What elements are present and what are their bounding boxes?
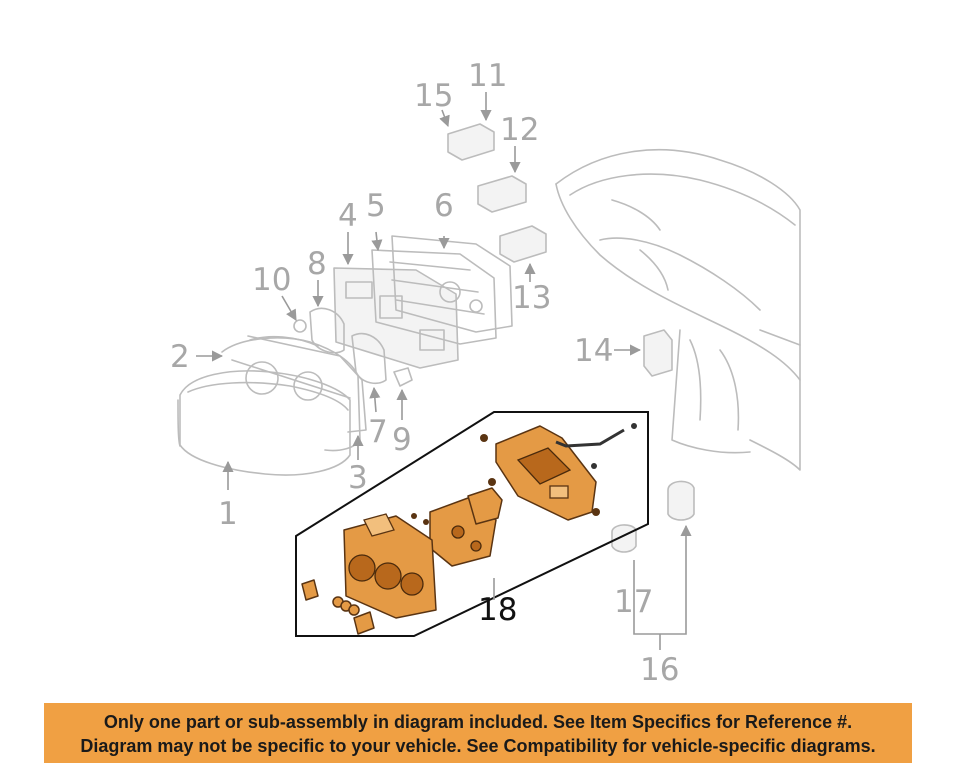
circuit-board-front	[391, 235, 513, 333]
callout-5: 5	[366, 188, 386, 224]
parts-diagram: 1 2 3 4 5 6 7 8 9 10 11 12 13 14 15 16 1…	[170, 58, 801, 688]
gauge-plate	[351, 332, 387, 385]
callout-10: 10	[252, 262, 291, 298]
printed-circuit	[371, 249, 497, 345]
callout-4: 4	[338, 198, 358, 234]
callout-13: 13	[512, 280, 551, 316]
callout-2: 2	[170, 339, 190, 375]
callout-17: 17	[614, 584, 653, 620]
relay-13	[499, 225, 547, 263]
instrument-lens	[177, 370, 351, 476]
climate-control-unit	[301, 423, 637, 635]
disclaimer-line-2: Diagram may not be specific to your vehi…	[80, 736, 876, 756]
callout-9: 9	[392, 422, 412, 458]
connector-9	[393, 367, 413, 387]
callout-6: 6	[434, 188, 454, 224]
dashboard-panel-outline	[555, 148, 801, 471]
relay-12	[477, 175, 527, 213]
bulb-socket	[293, 319, 307, 333]
callout-12: 12	[500, 112, 539, 148]
disclaimer-banner: Only one part or sub-assembly in diagram…	[44, 703, 912, 763]
module-14	[643, 329, 673, 377]
callout-18: 18	[478, 592, 517, 628]
relay-15	[447, 123, 495, 161]
callout-14: 14	[574, 333, 613, 369]
callout-7: 7	[368, 414, 388, 450]
meter-housing	[221, 335, 361, 452]
callout-11: 11	[468, 58, 507, 94]
circuit-board-rear	[333, 267, 459, 369]
callout-1: 1	[218, 496, 238, 532]
callout-15: 15	[414, 78, 453, 114]
switch-16	[667, 480, 695, 521]
part-18-frame	[295, 411, 649, 637]
callout-8: 8	[307, 246, 327, 282]
disclaimer-line-1: Only one part or sub-assembly in diagram…	[103, 712, 853, 732]
callout-16: 16	[640, 652, 679, 688]
leader-lines	[196, 92, 692, 650]
fuel-gauge	[309, 307, 345, 354]
callout-3: 3	[348, 460, 368, 496]
